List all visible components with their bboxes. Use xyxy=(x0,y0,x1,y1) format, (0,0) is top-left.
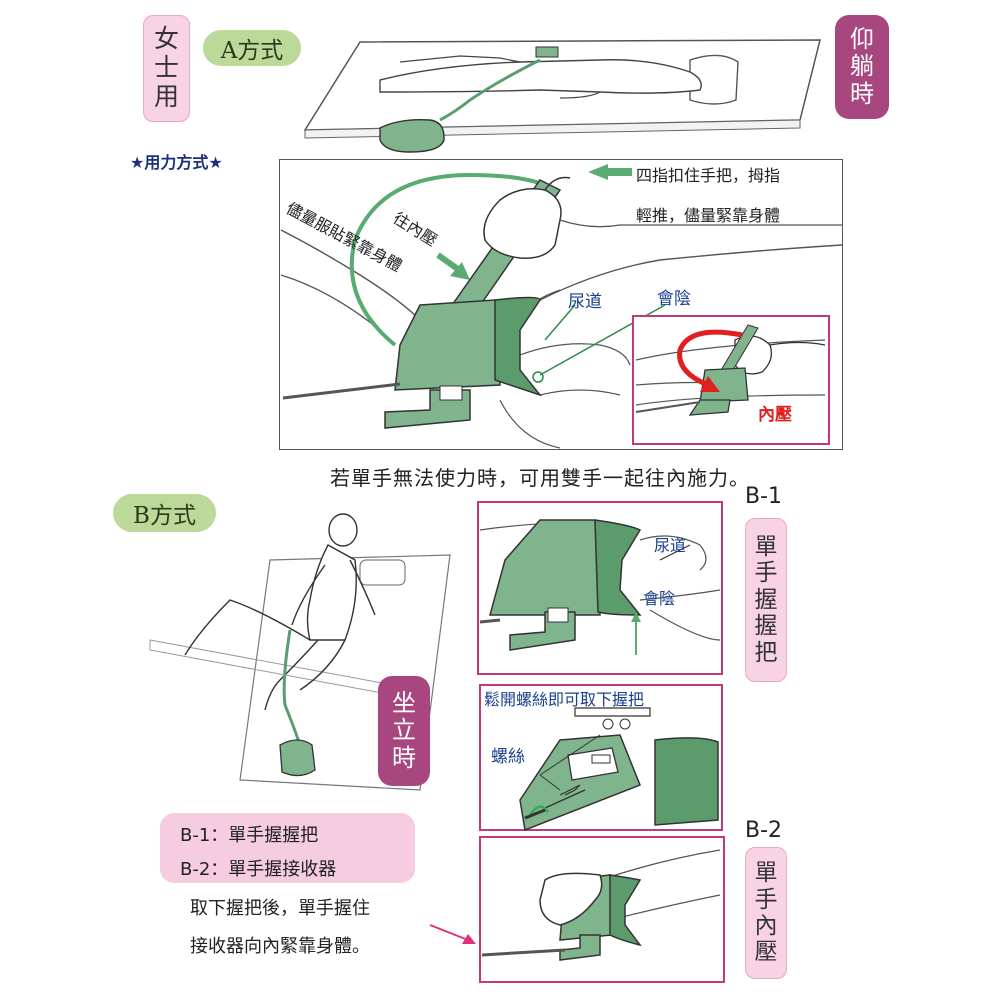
b1-side-char-2: 手 xyxy=(754,560,778,587)
sitting-char-1: 坐 xyxy=(392,688,416,717)
b1-urethra-label: 尿道 xyxy=(654,536,687,555)
note-line-1: 取下握把後，單手握住 xyxy=(190,898,370,919)
callout-line-1: 四指扣住手把，拇指 xyxy=(636,166,781,185)
note-line-2: 接收器向內緊靠身體。 xyxy=(190,936,370,957)
supine-char-2: 躺 xyxy=(850,52,874,81)
screw-label: 螺絲 xyxy=(491,747,525,767)
legend-box xyxy=(160,813,415,883)
b1-side-char-3: 握 xyxy=(754,586,778,613)
pointer-arrow-head xyxy=(462,934,476,944)
perineum-label: 會陰 xyxy=(657,289,691,309)
women-use-label: 女 士 用 xyxy=(143,15,190,122)
pillow xyxy=(689,54,739,105)
lying-body xyxy=(379,59,702,94)
lying-device xyxy=(535,46,559,58)
method-b-text: B方式 xyxy=(133,503,196,529)
b1-code: B-1 xyxy=(745,484,783,509)
two-hand-note: 若單手無法使力時，可用雙手一起往內施力。 xyxy=(330,466,750,490)
inner-press-inset xyxy=(632,315,830,445)
callout-line-2: 輕推，儘量緊靠身體 xyxy=(636,206,781,225)
supine-label: 仰 躺 時 xyxy=(835,15,889,119)
b1-side-label: 單 手 握 握 把 xyxy=(745,518,787,682)
b2-side-char-4: 壓 xyxy=(754,939,778,966)
b2-side-char-1: 單 xyxy=(754,860,778,887)
lying-collection-bag xyxy=(379,118,445,153)
legend-line-2: B-2：單手握接收器 xyxy=(180,859,337,880)
method-b-pill: B方式 xyxy=(113,494,216,532)
b1-side-char-1: 單 xyxy=(754,533,778,560)
method-a-pill: A方式 xyxy=(203,30,301,66)
women-char-1: 女 xyxy=(153,24,179,54)
b2-panel xyxy=(479,836,725,983)
b2-side-char-2: 手 xyxy=(754,886,778,913)
sitting-char-3: 時 xyxy=(392,743,416,772)
b2-code: B-2 xyxy=(745,818,783,843)
sitting-label: 坐 立 時 xyxy=(378,676,430,786)
b1-panel xyxy=(477,501,723,675)
supine-char-3: 時 xyxy=(850,79,874,108)
loosen-screw-text: 鬆開螺絲即可取下握把 xyxy=(484,690,645,709)
women-char-2: 士 xyxy=(153,53,179,83)
sitting-char-2: 立 xyxy=(392,716,416,745)
b2-side-char-3: 內 xyxy=(754,913,778,939)
sit-head xyxy=(328,513,358,547)
b1-perineum-label: 會陰 xyxy=(643,589,676,608)
urethra-label: 尿道 xyxy=(568,292,602,312)
women-char-3: 用 xyxy=(153,81,179,111)
inner-press-label: 內壓 xyxy=(758,405,792,425)
supine-char-1: 仰 xyxy=(850,24,874,53)
force-method-title: ★用力方式★ xyxy=(130,153,223,172)
b2-side-label: 單 手 內 壓 xyxy=(745,847,787,979)
mattress xyxy=(303,39,821,131)
sit-collection-bag xyxy=(279,739,316,777)
sit-torso xyxy=(306,544,357,641)
b1-side-char-5: 把 xyxy=(754,639,778,666)
legend-line-1: B-1：單手握握把 xyxy=(180,825,319,846)
method-a-text: A方式 xyxy=(220,38,284,64)
b1-side-char-4: 握 xyxy=(754,613,778,640)
